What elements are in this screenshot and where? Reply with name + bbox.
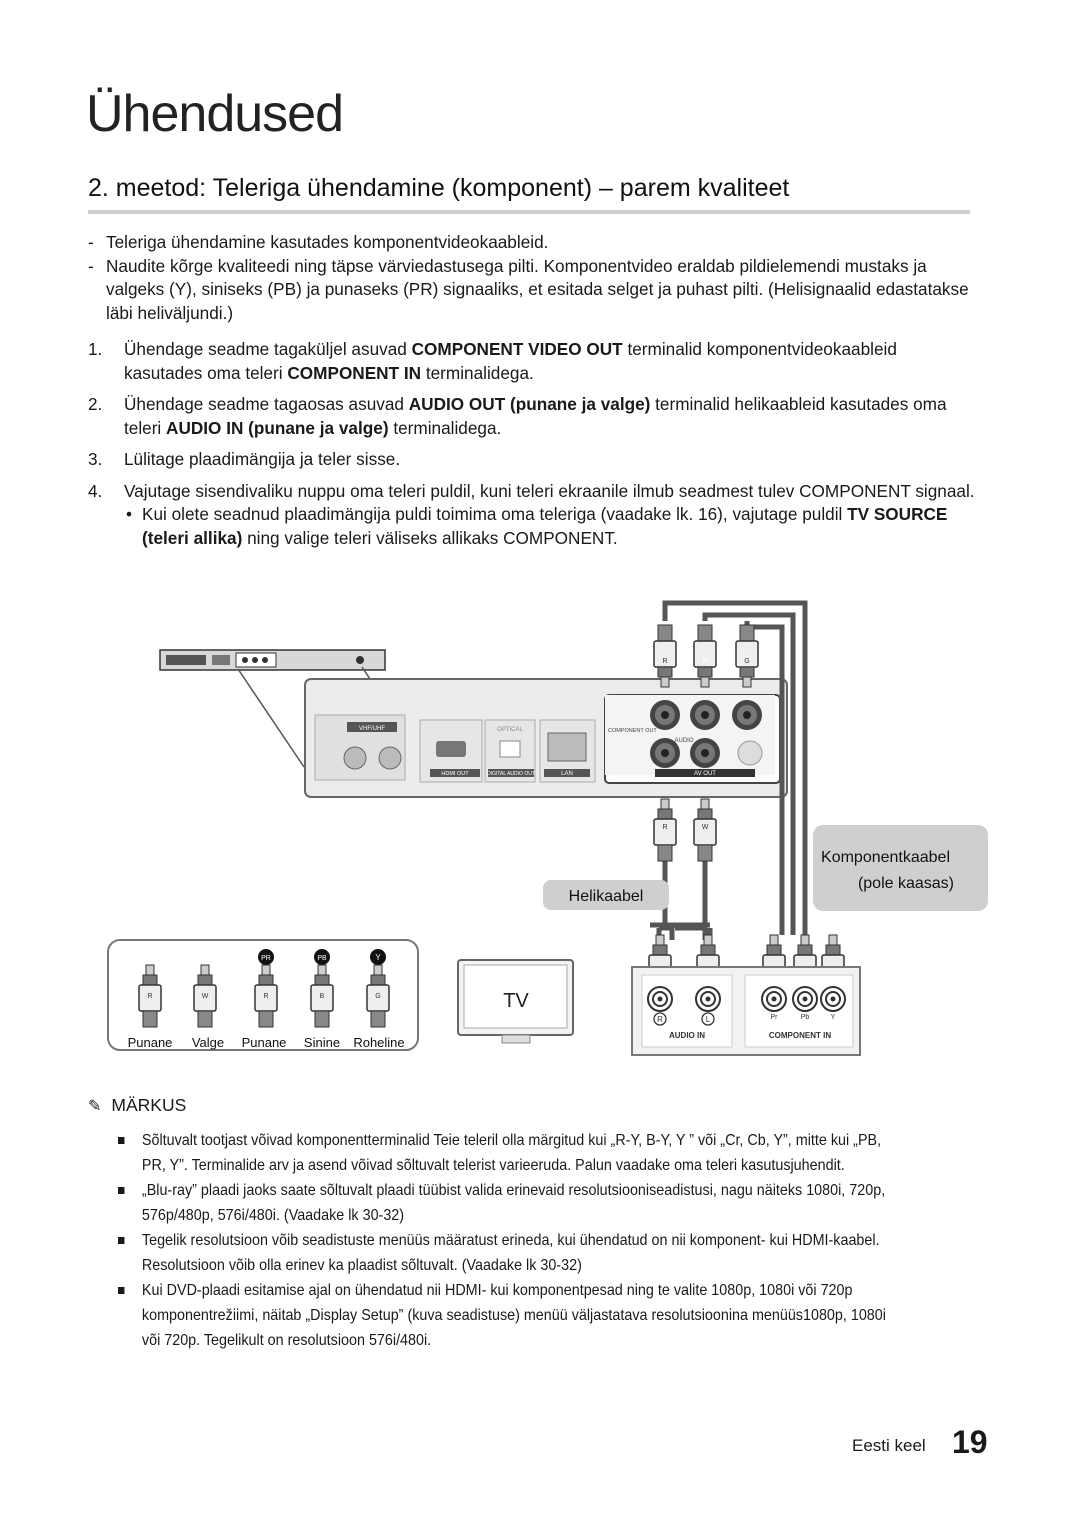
notes-heading: ✎MÄRKUS xyxy=(88,1095,187,1115)
sub-bullet-item: • Kui olete seadnud plaadimängija puldi … xyxy=(88,503,978,550)
vhf-label: VHF/UHF xyxy=(359,726,385,732)
pencil-icon: ✎ xyxy=(88,1098,102,1115)
optical-label: OPTICAL xyxy=(497,727,523,733)
legend-symbol-y: Y xyxy=(375,953,381,962)
square-bullet-icon xyxy=(118,1287,125,1294)
section-divider xyxy=(88,210,970,214)
sub-bullet-text: Kui olete seadnud plaadimängija puldi to… xyxy=(142,504,948,548)
tv-jack-audio-l xyxy=(695,986,721,1012)
bullet-marker: • xyxy=(126,504,133,524)
color-legend: PR PB Y R W R B G Punane Valge Punane Si… xyxy=(107,939,419,1051)
jack-label-y: Y xyxy=(831,1014,836,1021)
step-item: 1. Ühendage seadme tagaküljel asuvad COM… xyxy=(88,338,978,385)
legend-color-label: Punane xyxy=(242,1035,287,1050)
intro-list: - Teleriga ühendamine kasutades komponen… xyxy=(88,231,978,325)
step-text: Lülitage plaadimängija ja teler sisse. xyxy=(124,449,401,469)
player-back-panel: VHF/UHF HDMI OUT OPTICAL DIGITAL AUDIO O… xyxy=(304,678,788,798)
page-number: 19 xyxy=(952,1424,988,1460)
jack-label-pb: Pb xyxy=(801,1014,810,1021)
component-cable xyxy=(662,600,808,935)
intro-item: - Naudite kõrge kvaliteedi ning täpse vä… xyxy=(88,255,978,326)
jack-label-pr: Pr xyxy=(771,1014,779,1021)
player-device xyxy=(159,649,386,671)
component-cable-label: Komponentkaabel xyxy=(821,849,950,866)
jack-audio-r-out xyxy=(650,738,680,768)
intro-text: Teleriga ühendamine kasutades komponentv… xyxy=(106,232,549,252)
step-text: Ühendage seadme tagaosas asuvad AUDIO OU… xyxy=(124,394,947,438)
plug-g-top xyxy=(735,624,759,688)
step-number: 4. xyxy=(88,480,103,501)
plug-letter: W xyxy=(702,824,709,831)
plug-letter: R xyxy=(263,993,268,1000)
step-number: 2. xyxy=(88,394,103,414)
plug-letter: R xyxy=(147,993,152,1000)
square-bullet-icon xyxy=(118,1237,125,1244)
digital-audio-label: DIGITAL AUDIO OUT xyxy=(487,771,535,777)
chapter-title: Ühendused xyxy=(86,85,344,143)
jack-label-r: R xyxy=(657,1015,663,1024)
component-out-label: COMPONENT OUT xyxy=(608,728,657,734)
section-title: 2. meetod: Teleriga ühendamine (komponen… xyxy=(88,174,790,202)
tv-back-panel: R L Pr Pb Y AUDIO IN COMPONENT IN xyxy=(631,966,861,1056)
component-cable-note: (pole kaasas) xyxy=(858,875,954,892)
tv-jack-pb xyxy=(792,986,818,1012)
hdmi-label: HDMI OUT xyxy=(441,771,469,777)
square-bullet-icon xyxy=(118,1137,125,1144)
intro-text: Naudite kõrge kvaliteedi ning täpse värv… xyxy=(106,255,969,323)
legend-color-label: Roheline xyxy=(353,1035,404,1050)
tv-device: TV xyxy=(457,959,574,1044)
square-bullet-icon xyxy=(118,1187,125,1194)
step-number: 1. xyxy=(88,339,103,359)
steps-list: 1. Ühendage seadme tagaküljel asuvad COM… xyxy=(88,338,978,550)
step-item: 4. Vajutage sisendivaliku nuppu oma tele… xyxy=(88,480,978,504)
legend-color-label: Punane xyxy=(128,1035,173,1050)
audio-cable-label-box xyxy=(543,880,669,910)
plug-letter: G xyxy=(375,993,380,1000)
dash-marker: - xyxy=(88,255,94,276)
legend-symbol-pb: PB xyxy=(317,955,327,962)
dash-marker: - xyxy=(88,232,94,252)
jack-y-out xyxy=(732,700,762,730)
legend-color-label: Valge xyxy=(192,1035,224,1050)
jack-pr-out xyxy=(650,700,680,730)
tv-label: TV xyxy=(503,990,529,1012)
audio-in-label: AUDIO IN xyxy=(669,1031,705,1040)
audio-label: AUDIO xyxy=(674,738,693,744)
plug-letter: W xyxy=(202,993,209,1000)
audio-cable-label: Helikaabel xyxy=(569,888,644,905)
jack-pb-out xyxy=(690,700,720,730)
plug-letter: B xyxy=(703,658,708,665)
note-item: Kui DVD-plaadi esitamise ajal on ühendat… xyxy=(118,1278,900,1353)
footer-language: Eesti keel xyxy=(852,1436,926,1455)
legend-symbol-pr: PR xyxy=(261,955,271,962)
notes-list: Sõltuvalt tootjast võivad komponenttermi… xyxy=(118,1128,900,1353)
plug-letter: R xyxy=(662,824,667,831)
step-number: 3. xyxy=(88,449,103,469)
jack-label-l: L xyxy=(706,1015,711,1024)
component-in-label: COMPONENT IN xyxy=(769,1031,831,1040)
plug-r-top xyxy=(653,624,677,688)
note-item: Sõltuvalt tootjast võivad komponenttermi… xyxy=(118,1128,900,1178)
intro-item: - Teleriga ühendamine kasutades komponen… xyxy=(88,231,978,255)
step-item: 2. Ühendage seadme tagaosas asuvad AUDIO… xyxy=(88,393,978,440)
tv-jack-audio-r xyxy=(647,986,673,1012)
step-text: Vajutage sisendivaliku nuppu oma teleri … xyxy=(124,480,975,501)
component-cable-label-box xyxy=(813,825,988,911)
av-out-label: AV OUT xyxy=(694,771,716,777)
lan-label: LAN xyxy=(561,771,573,777)
plug-letter: R xyxy=(662,658,667,665)
tv-jack-y xyxy=(820,986,846,1012)
jack-audio-l-out xyxy=(690,738,720,768)
legend-color-label: Sinine xyxy=(304,1035,340,1050)
tv-jack-pr xyxy=(761,986,787,1012)
plug-letter: B xyxy=(320,993,325,1000)
note-item: Tegelik resolutsioon võib seadistuste me… xyxy=(118,1228,900,1278)
step-item: 3. Lülitage plaadimängija ja teler sisse… xyxy=(88,448,978,472)
note-item: „Blu-ray” plaadi jaoks saate sõltuvalt p… xyxy=(118,1178,900,1228)
plug-letter: G xyxy=(744,658,749,665)
plug-b-top xyxy=(693,624,717,688)
connection-diagram: VHF/UHF HDMI OUT OPTICAL DIGITAL AUDIO O… xyxy=(100,595,1000,1075)
step-text: Ühendage seadme tagaküljel asuvad COMPON… xyxy=(124,339,897,383)
